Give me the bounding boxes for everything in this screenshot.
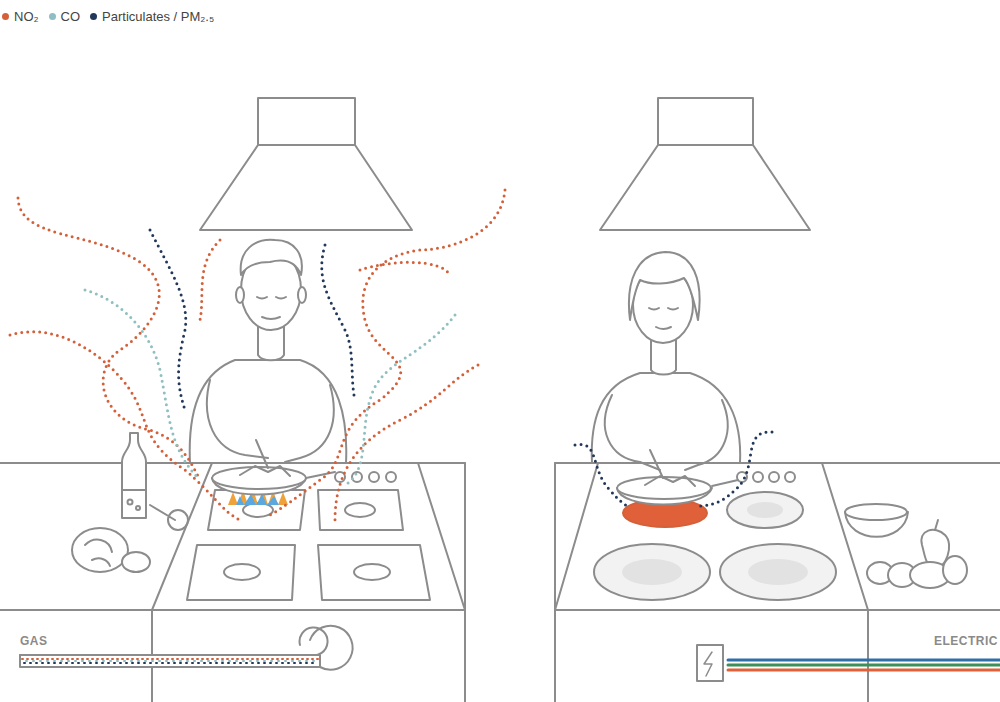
legend-text: Particulates / PM₂.₅ [102,9,214,24]
electric-counter [555,463,1000,702]
electric-hobs [594,472,836,600]
person-gas [190,240,347,463]
legend: NO₂ CO Particulates / PM₂.₅ [2,9,214,24]
legend-text: CO [61,9,81,24]
gas-pipe [20,626,353,670]
electric-pan [617,450,738,505]
legend-item: CO [49,9,81,24]
bottle-and-veg [72,433,188,572]
gas-counter [0,463,465,702]
range-hood [200,98,412,230]
side-label: GAS [20,634,48,648]
legend-item: Particulates / PM₂.₅ [90,9,214,24]
person-electric [592,252,740,470]
bowl-and-veg [845,504,967,588]
pollutant-trails [10,190,772,520]
gas-burners [187,472,430,600]
electric-supply [697,645,1000,681]
gas-pan [212,440,335,495]
legend-text: NO₂ [14,9,39,24]
legend-swatch [2,13,9,20]
legend-item: NO₂ [2,9,39,24]
legend-swatch [49,13,56,20]
side-label: ELECTRIC [934,634,998,648]
legend-swatch [90,13,97,20]
range-hood [600,98,810,230]
